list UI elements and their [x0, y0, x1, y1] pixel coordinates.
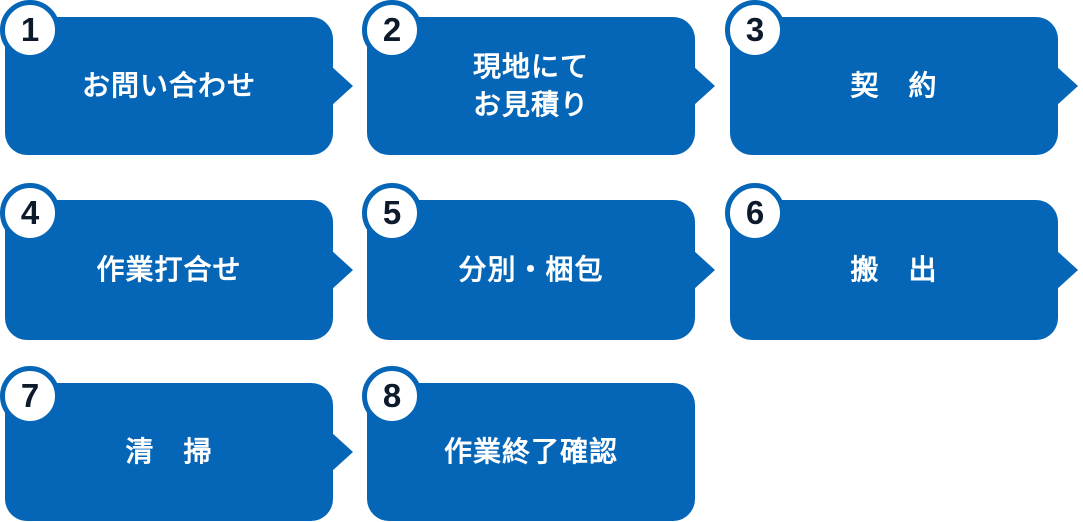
- arrow-right-icon: [331, 432, 353, 472]
- step-4: 作業打合せ 4: [0, 183, 355, 341]
- step-number-badge: 5: [362, 183, 422, 243]
- step-label: 契 約: [850, 69, 938, 102]
- step-6: 搬 出 6: [725, 183, 1080, 341]
- step-label: 作業打合せ: [96, 253, 242, 286]
- step-box: [5, 17, 333, 155]
- step-number-badge: 3: [725, 0, 785, 60]
- step-box: [367, 17, 695, 155]
- step-number-badge: 4: [0, 183, 60, 243]
- step-5: 分別・梱包 5: [362, 183, 717, 341]
- step-label: 現地にて お見積り: [472, 50, 589, 121]
- step-box: [367, 200, 695, 340]
- step-2: 現地にて お見積り 2: [362, 0, 717, 158]
- step-label: 搬 出: [850, 253, 938, 286]
- step-number-badge: 2: [362, 0, 422, 60]
- step-box: [5, 383, 333, 521]
- step-number-badge: 6: [725, 183, 785, 243]
- step-8: 作業終了確認 8: [362, 366, 717, 522]
- arrow-right-icon: [331, 66, 353, 106]
- step-number-badge: 8: [362, 366, 422, 426]
- step-number-badge: 1: [0, 0, 60, 60]
- arrow-right-icon: [331, 250, 353, 290]
- step-box: [730, 200, 1058, 340]
- step-box: [367, 383, 695, 521]
- step-number-badge: 7: [0, 366, 60, 426]
- step-7: 清 掃 7: [0, 366, 355, 522]
- step-box: [5, 200, 333, 340]
- step-3: 契 約 3: [725, 0, 1080, 158]
- arrow-right-icon: [693, 250, 715, 290]
- step-label: お問い合わせ: [81, 69, 256, 102]
- step-box: [730, 17, 1058, 155]
- arrow-right-icon: [1056, 66, 1078, 106]
- arrow-right-icon: [693, 66, 715, 106]
- arrow-right-icon: [1056, 250, 1078, 290]
- step-label: 分別・梱包: [458, 253, 604, 286]
- step-1: お問い合わせ 1: [0, 0, 355, 158]
- step-label: 清 掃: [125, 435, 213, 468]
- step-label: 作業終了確認: [443, 435, 618, 468]
